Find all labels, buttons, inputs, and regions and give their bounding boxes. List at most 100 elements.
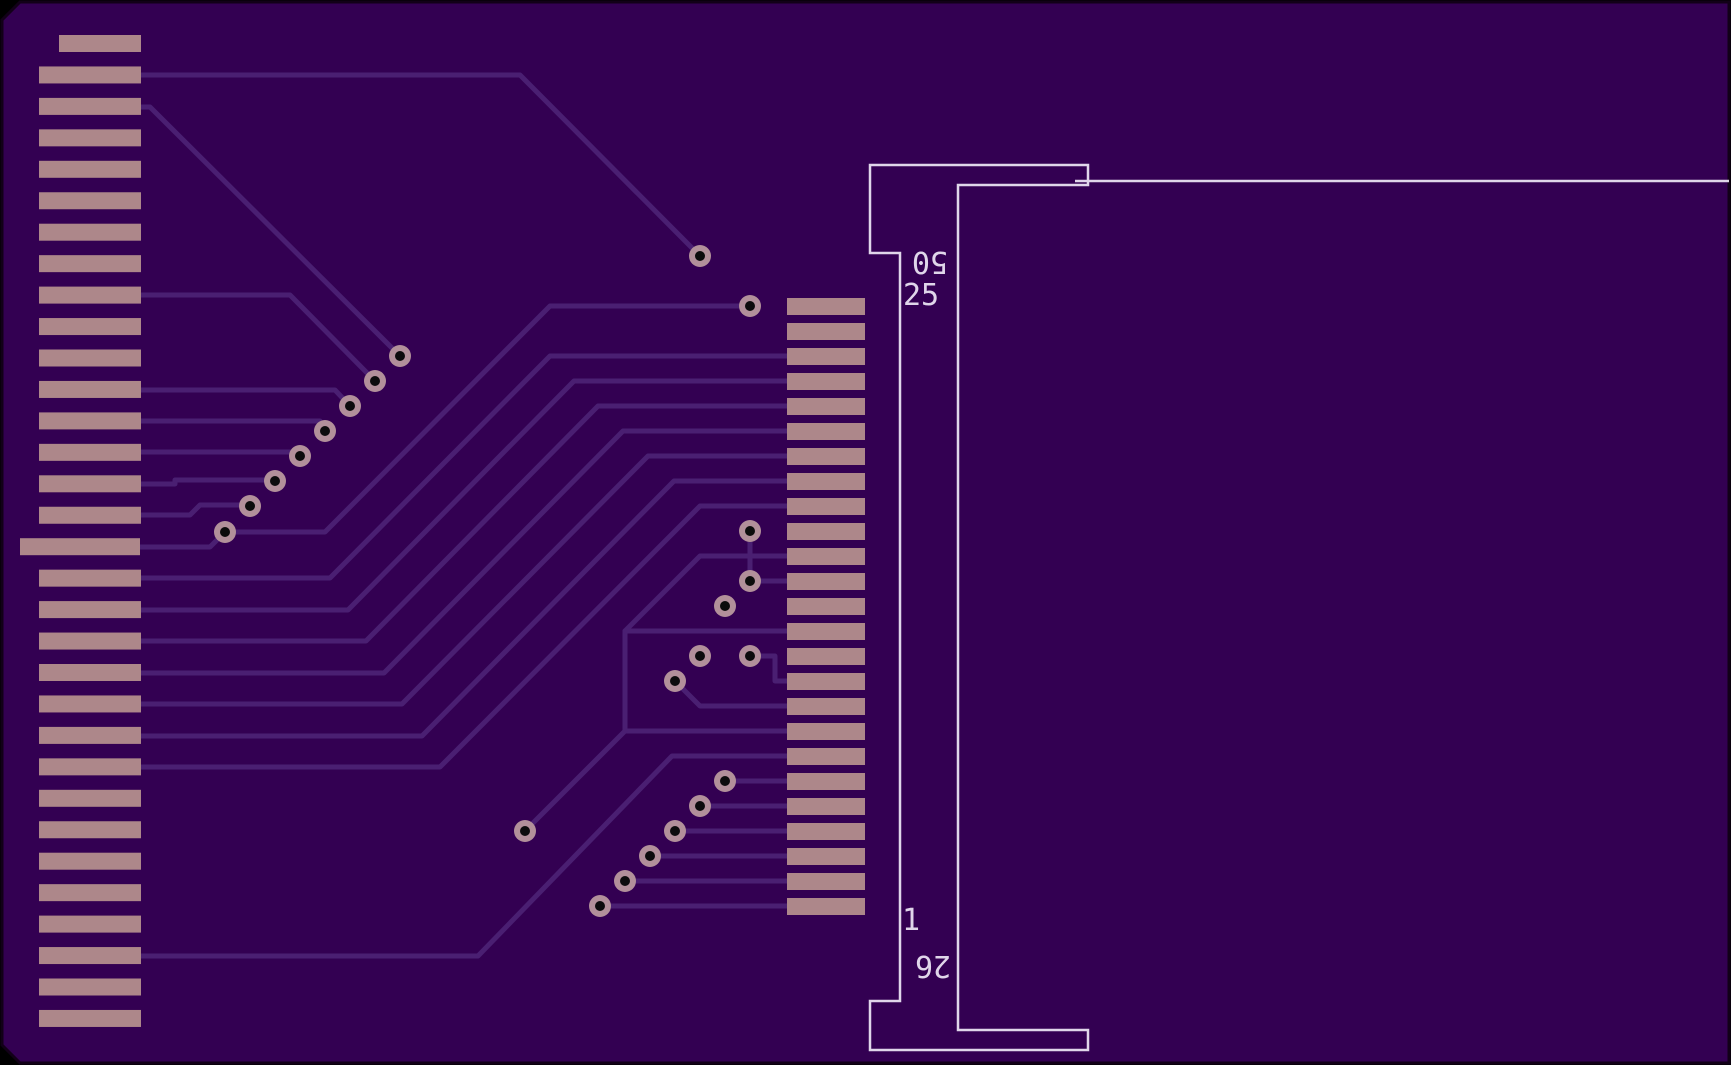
edge-pad <box>39 412 141 430</box>
trace <box>672 678 793 709</box>
via-hole <box>695 801 705 811</box>
fpc-pad <box>787 298 865 315</box>
via-hole <box>395 351 405 361</box>
via <box>714 770 736 792</box>
trace <box>137 292 378 384</box>
edge-pad <box>39 443 141 461</box>
trace <box>137 403 793 644</box>
trace <box>747 653 793 684</box>
edge-pad <box>39 726 141 744</box>
via <box>389 345 411 367</box>
edge-pad <box>39 884 141 902</box>
fpc-pad <box>787 373 865 390</box>
pin-label-25: 25 <box>903 278 939 313</box>
edge-pad <box>39 915 141 933</box>
fpc-pad <box>787 498 865 515</box>
trace <box>137 753 793 959</box>
trace <box>137 478 793 739</box>
via <box>514 820 536 842</box>
via-hole <box>745 651 755 661</box>
trace <box>137 502 253 518</box>
via-hole <box>295 451 305 461</box>
via-hole <box>620 876 630 886</box>
via-hole <box>645 851 655 861</box>
via-hole <box>670 826 680 836</box>
via-hole <box>745 301 755 311</box>
via-hole <box>670 676 680 686</box>
via-hole <box>720 601 730 611</box>
via-hole <box>520 826 530 836</box>
trace <box>137 104 403 359</box>
fpc-pad <box>787 723 865 740</box>
via-hole <box>220 527 230 537</box>
connector-body-outline <box>868 163 1090 1052</box>
via <box>639 845 661 867</box>
fpc-pad <box>787 623 865 640</box>
via <box>689 795 711 817</box>
via-hole <box>720 776 730 786</box>
via-hole <box>745 526 755 536</box>
edge-pad <box>39 821 141 839</box>
fpc-pad <box>787 648 865 665</box>
pin-label-26: 26 <box>915 948 951 983</box>
via-group <box>214 245 761 917</box>
connector-silkscreen <box>868 163 1729 1052</box>
fpc-pad <box>787 898 865 915</box>
fpc-pad <box>787 548 865 565</box>
edge-pad <box>39 789 141 807</box>
via-hole <box>270 476 280 486</box>
fpc-pad <box>787 748 865 765</box>
via-hole <box>245 501 255 511</box>
fpc-connector <box>787 298 865 915</box>
via <box>664 820 686 842</box>
edge-pad <box>39 286 141 304</box>
via <box>239 495 261 517</box>
fpc-pad <box>787 423 865 440</box>
fpc-pad <box>787 573 865 590</box>
via-hole <box>695 251 705 261</box>
fpc-pad <box>787 848 865 865</box>
edge-pad <box>39 129 141 147</box>
via <box>714 595 736 617</box>
edge-pad <box>39 758 141 776</box>
via-hole <box>595 901 605 911</box>
fpc-pad <box>787 348 865 365</box>
edge-pad <box>39 318 141 336</box>
copper-traces <box>137 72 793 959</box>
fpc-pad <box>787 773 865 790</box>
trace <box>137 428 793 676</box>
edge-pad <box>39 569 141 587</box>
edge-pad <box>39 223 141 241</box>
via <box>314 420 336 442</box>
fpc-pad <box>787 823 865 840</box>
trace <box>137 378 793 613</box>
trace <box>137 72 703 259</box>
edge-pad <box>39 66 141 84</box>
edge-pad <box>39 255 141 273</box>
via <box>689 245 711 267</box>
via-hole <box>370 376 380 386</box>
via <box>339 395 361 417</box>
edge-pad <box>39 664 141 681</box>
edge-connector <box>20 35 141 1027</box>
via-hole <box>695 651 705 661</box>
via <box>739 570 761 592</box>
edge-pad <box>39 160 141 178</box>
edge-pad <box>39 852 141 870</box>
fpc-pad <box>787 798 865 815</box>
fpc-pad <box>787 473 865 490</box>
fpc-pad <box>787 598 865 615</box>
edge-pad <box>39 192 141 210</box>
edge-pad <box>39 380 141 398</box>
edge-pad <box>39 475 141 493</box>
via <box>739 295 761 317</box>
trace <box>137 453 793 707</box>
trace <box>622 553 793 634</box>
trace <box>222 303 753 535</box>
fpc-pad <box>787 673 865 690</box>
pin-label-50: 50 <box>912 244 948 279</box>
via <box>264 470 286 492</box>
via <box>589 895 611 917</box>
